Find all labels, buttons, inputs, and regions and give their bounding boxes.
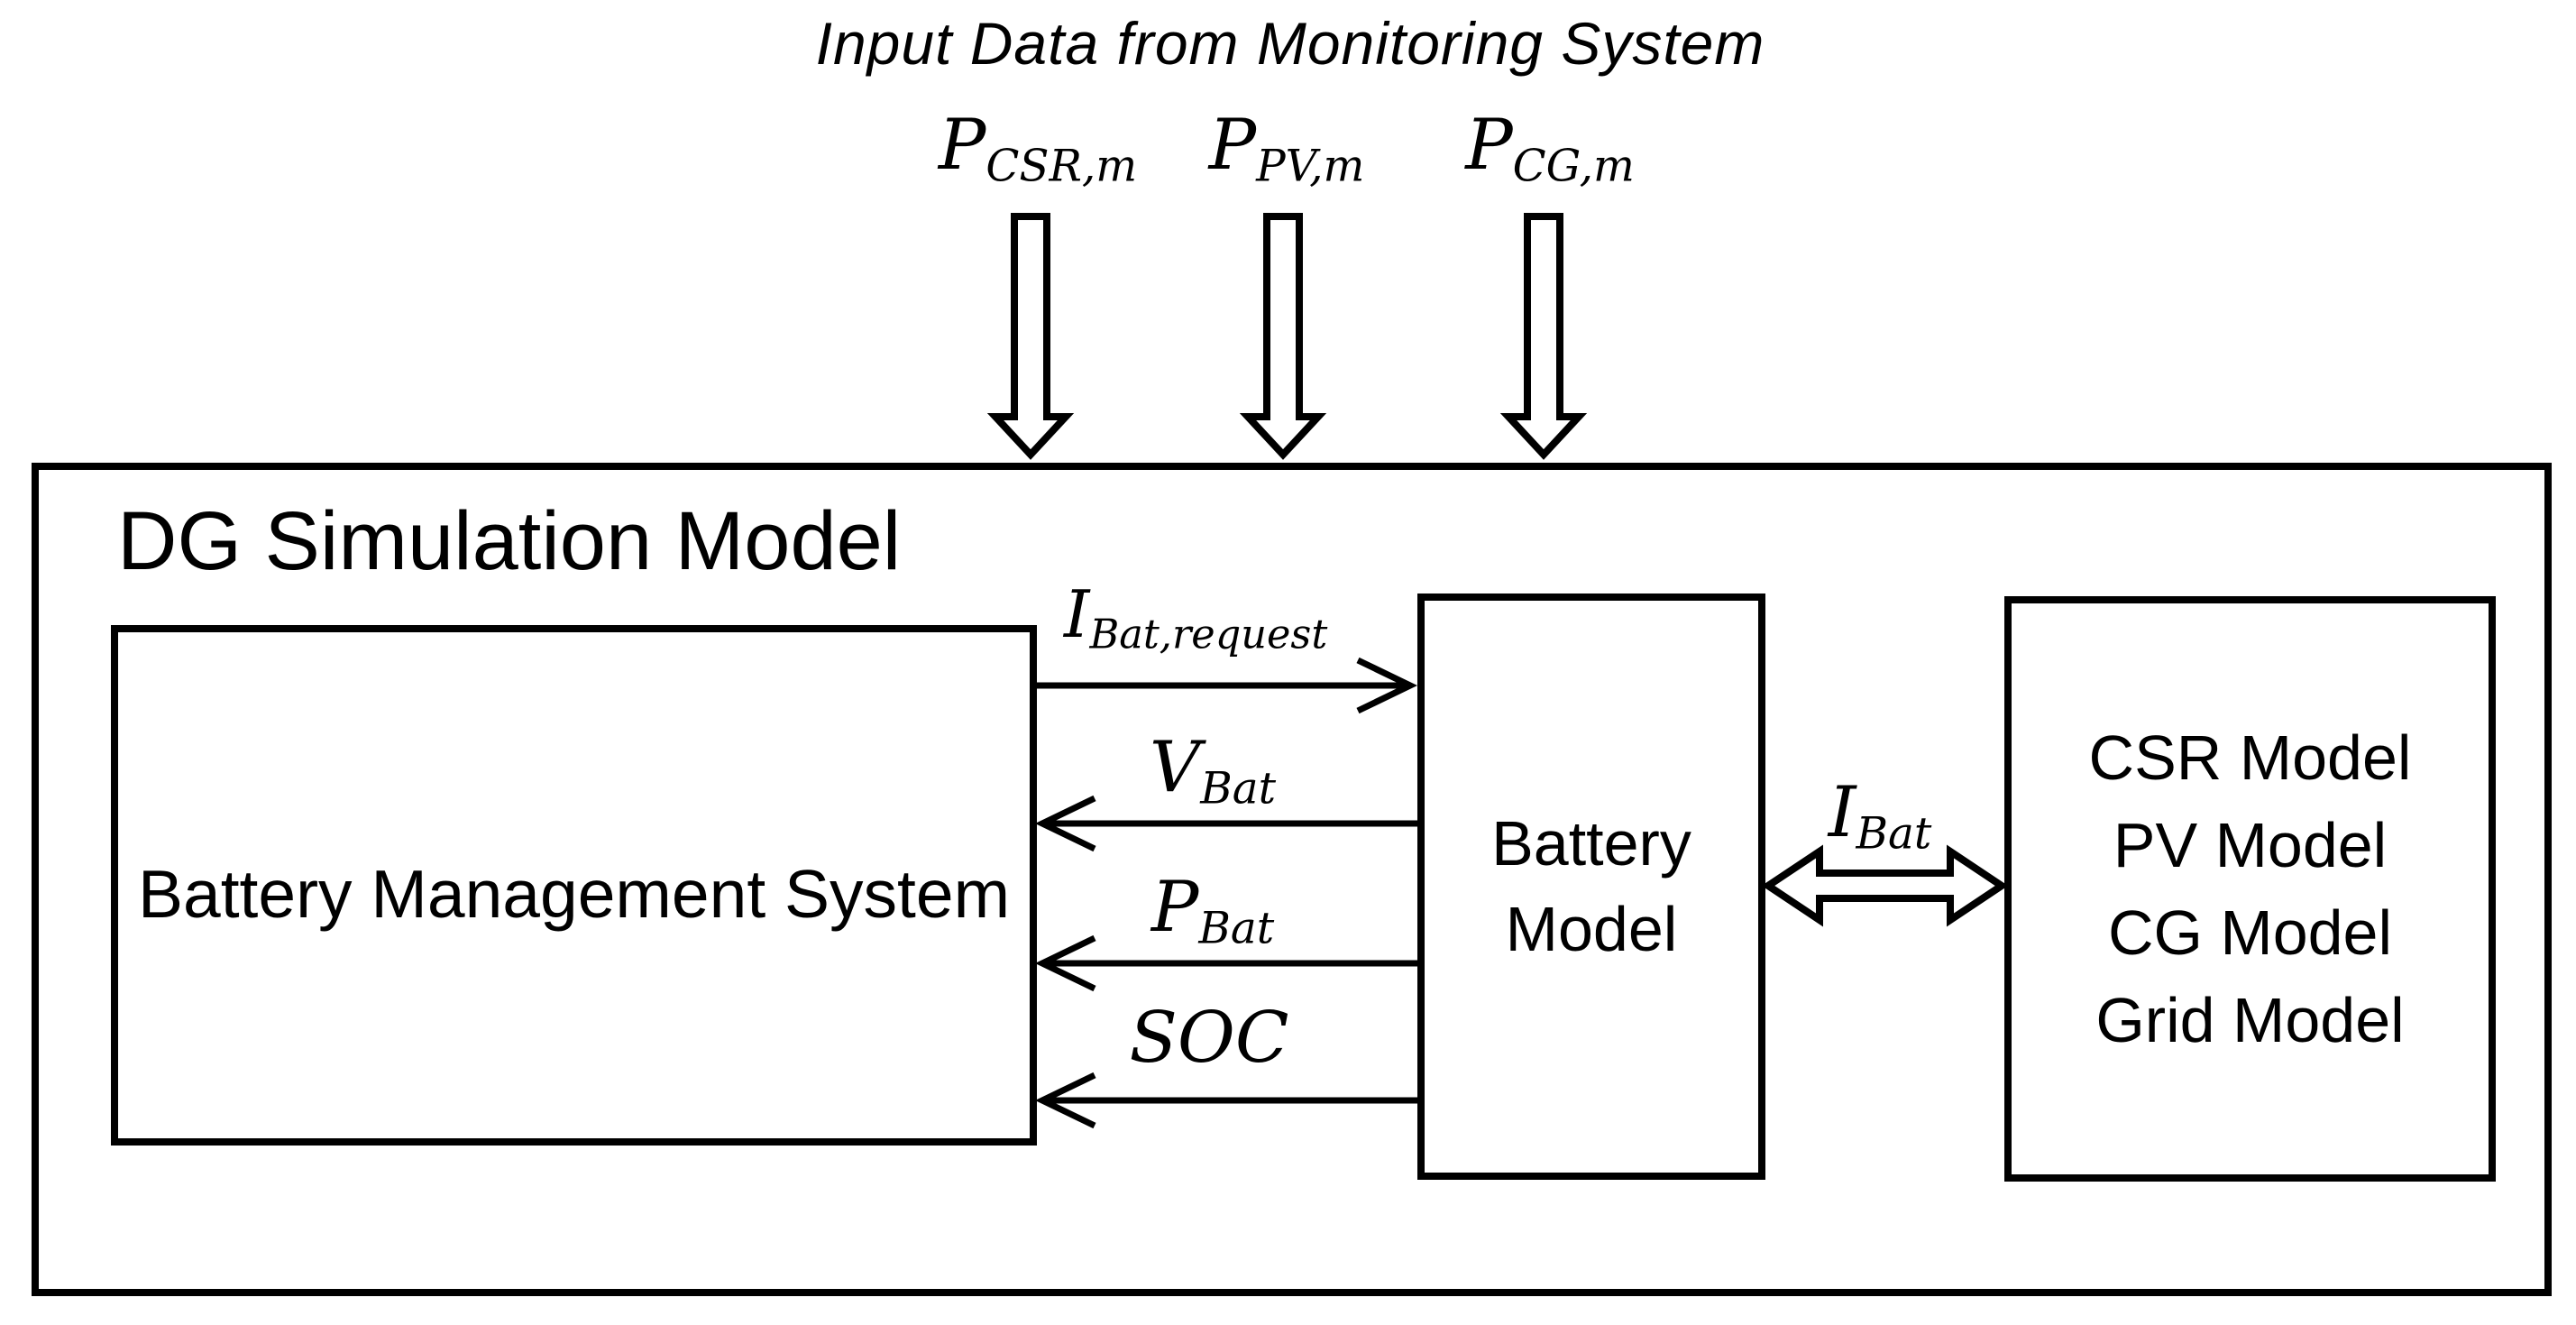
vbat-label: VBat: [1150, 732, 1276, 811]
ppv-main: P: [1208, 105, 1257, 186]
battery-model-line1: Battery: [1491, 808, 1691, 879]
pbat-main: P: [1150, 867, 1199, 948]
vbat-main: V: [1149, 727, 1201, 808]
ibat-main: I: [1828, 772, 1856, 853]
pcsr-main: P: [938, 105, 986, 186]
grid-model-label: Grid Model: [2095, 984, 2405, 1055]
csr-model-label: CSR Model: [2088, 722, 2412, 793]
input-arrow-down-icon-csr: [986, 213, 1075, 460]
battery-model-line2: Model: [1505, 894, 1678, 964]
models-box: CSR Model PV Model CG Model Grid Model: [2004, 596, 2496, 1182]
bms-box: Battery Management System: [111, 625, 1037, 1146]
input-data-caption: Input Data from Monitoring System: [815, 10, 1765, 77]
bms-label: Battery Management System: [137, 855, 1011, 932]
cg-model-label: CG Model: [2107, 897, 2393, 968]
input-label-pcsr: PCSR,m: [939, 110, 1137, 189]
pcg-sub: CG,m: [1512, 141, 1635, 192]
ibat-label: IBat: [1829, 778, 1932, 856]
dg-simulation-box: [32, 463, 2552, 1296]
pv-model-label: PV Model: [2113, 809, 2388, 880]
vbat-sub: Bat: [1200, 763, 1277, 814]
input-label-ppv: PPV,m: [1209, 110, 1365, 189]
pbat-label: PBat: [1151, 872, 1274, 951]
input-label-pcg: PCG,m: [1465, 110, 1635, 189]
soc-main: SOC: [1129, 998, 1289, 1079]
ibat-request-main: I: [1064, 576, 1090, 652]
battery-model-box: Battery Model: [1417, 593, 1765, 1180]
ibat-request-label: IBat,request: [1064, 582, 1327, 655]
ppv-sub: PV,m: [1256, 141, 1365, 192]
soc-label: SOC: [1129, 1003, 1288, 1081]
ibat-request-sub: Bat,request: [1089, 611, 1328, 658]
input-arrow-down-icon-pv: [1239, 213, 1327, 460]
dg-simulation-title: DG Simulation Model: [117, 495, 902, 587]
pcsr-sub: CSR,m: [985, 141, 1138, 192]
ibat-sub: Bat: [1856, 808, 1932, 860]
input-arrow-down-icon-cg: [1499, 213, 1588, 460]
pbat-sub: Bat: [1198, 903, 1275, 954]
pcg-main: P: [1465, 105, 1513, 186]
